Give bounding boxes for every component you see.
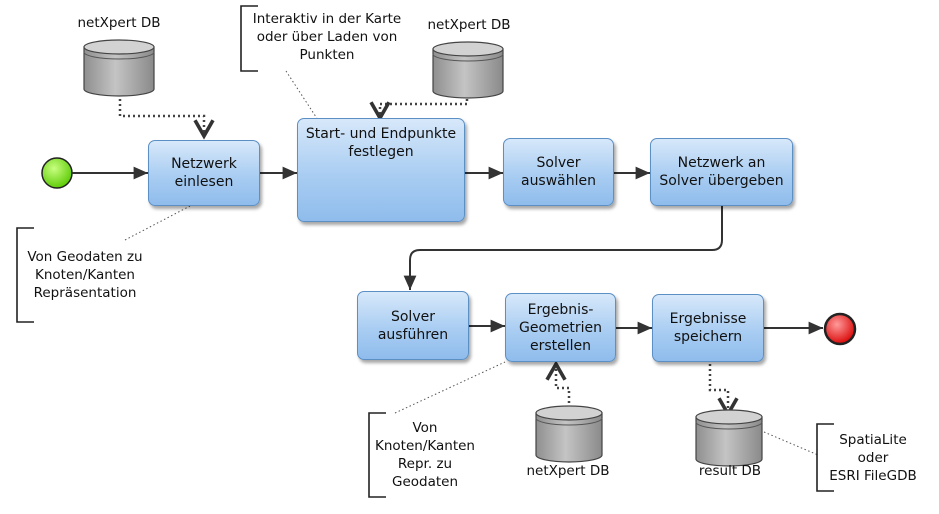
task-netzwerk-einlesen[interactable]: Netzwerk einlesen: [148, 140, 260, 206]
annotation-line: SpatiaLite: [839, 432, 907, 448]
annotation-line: oder: [857, 450, 889, 466]
anno-bracket-von-geodaten: [16, 227, 34, 323]
task-label-line: Ergebnisse: [669, 311, 747, 327]
anno-link-von-geodaten: [124, 205, 191, 241]
task-label-line: Start- und Endpunkte: [305, 126, 457, 142]
annotation-line: Von: [412, 420, 438, 436]
task-label-line: speichern: [673, 329, 743, 345]
annotation-line: Interaktiv in der Karte: [252, 11, 402, 27]
task-label-line: Solver übergeben: [659, 173, 784, 189]
anno-bracket-spatialite: [816, 423, 834, 492]
task-netzwerk-uebergeben[interactable]: Netzwerk an Solver übergeben: [650, 138, 793, 206]
annotation-line: ESRI FileGDB: [829, 468, 917, 484]
task-label-line: Solver: [390, 308, 435, 325]
task-label-line: Ergebnis-: [527, 301, 594, 318]
task-ergebnis-geometrien[interactable]: Ergebnis- Geometrien erstellen: [505, 293, 616, 362]
task-label-line: auswählen: [520, 173, 597, 189]
annotation-line: oder über Laden von: [256, 29, 398, 45]
task-label-line: festlegen: [348, 144, 414, 160]
annotation-line: Repräsentation: [33, 285, 137, 301]
database-icon: [432, 41, 504, 99]
annotation-von-knoten: Von Knoten/Kanten Repr. zu Geodaten: [370, 419, 480, 491]
annotation-line: Geodaten: [391, 474, 459, 490]
annotation-line: Von Geodaten zu: [27, 249, 143, 265]
anno-bracket-von-knoten: [368, 412, 386, 498]
assoc-speichern-to-result-db: [708, 364, 739, 418]
task-label-line: Netzwerk: [171, 156, 237, 172]
database-icon: [695, 409, 763, 467]
task-label-line: ausführen: [377, 326, 449, 343]
task-label-line: Netzwerk an: [677, 155, 766, 171]
annotation-line: Knoten/Kanten: [35, 267, 135, 283]
task-label-line: einlesen: [174, 174, 234, 190]
db-label-result: result DB: [698, 463, 762, 479]
assoc-db-to-einlesen: [118, 94, 215, 140]
anno-link-von-knoten: [394, 361, 506, 414]
annotation-interaktiv: Interaktiv in der Karte oder über Laden …: [244, 10, 410, 64]
annotation-spatialite: SpatiaLite oder ESRI FileGDB: [818, 431, 928, 485]
task-start-endpunkte-festlegen[interactable]: Start- und Endpunkte festlegen: [297, 118, 465, 222]
assoc-db-to-geometrien: [545, 360, 571, 408]
flow-uebergeben-to-ausfuehren: [403, 206, 723, 290]
start-event: [41, 157, 73, 189]
db-label-top-mid: netXpert DB: [427, 17, 511, 33]
anno-link-interaktiv: [285, 70, 319, 121]
db-label-top-left: netXpert DB: [77, 15, 161, 31]
annotation-line: Punkten: [299, 47, 355, 63]
annotation-line: Repr. zu: [397, 456, 453, 472]
annotation-line: Knoten/Kanten: [375, 438, 475, 454]
task-label-line: erstellen: [529, 337, 592, 354]
assoc-db-to-festlegen: [369, 94, 469, 122]
task-label-line: Solver: [536, 155, 581, 171]
task-solver-auswaehlen[interactable]: Solver auswählen: [503, 138, 614, 206]
task-ergebnisse-speichern[interactable]: Ergebnisse speichern: [652, 294, 764, 362]
anno-bracket-interaktiv: [240, 5, 258, 72]
annotation-von-geodaten: Von Geodaten zu Knoten/Kanten Repräsenta…: [22, 248, 148, 302]
database-icon: [535, 405, 603, 463]
end-event: [823, 312, 857, 346]
task-label-line: Geometrien: [519, 319, 602, 336]
db-label-bottom: netXpert DB: [526, 463, 610, 479]
anno-link-spatialite: [763, 431, 819, 456]
task-solver-ausfuehren[interactable]: Solver ausführen: [357, 291, 469, 360]
database-icon: [83, 39, 155, 97]
